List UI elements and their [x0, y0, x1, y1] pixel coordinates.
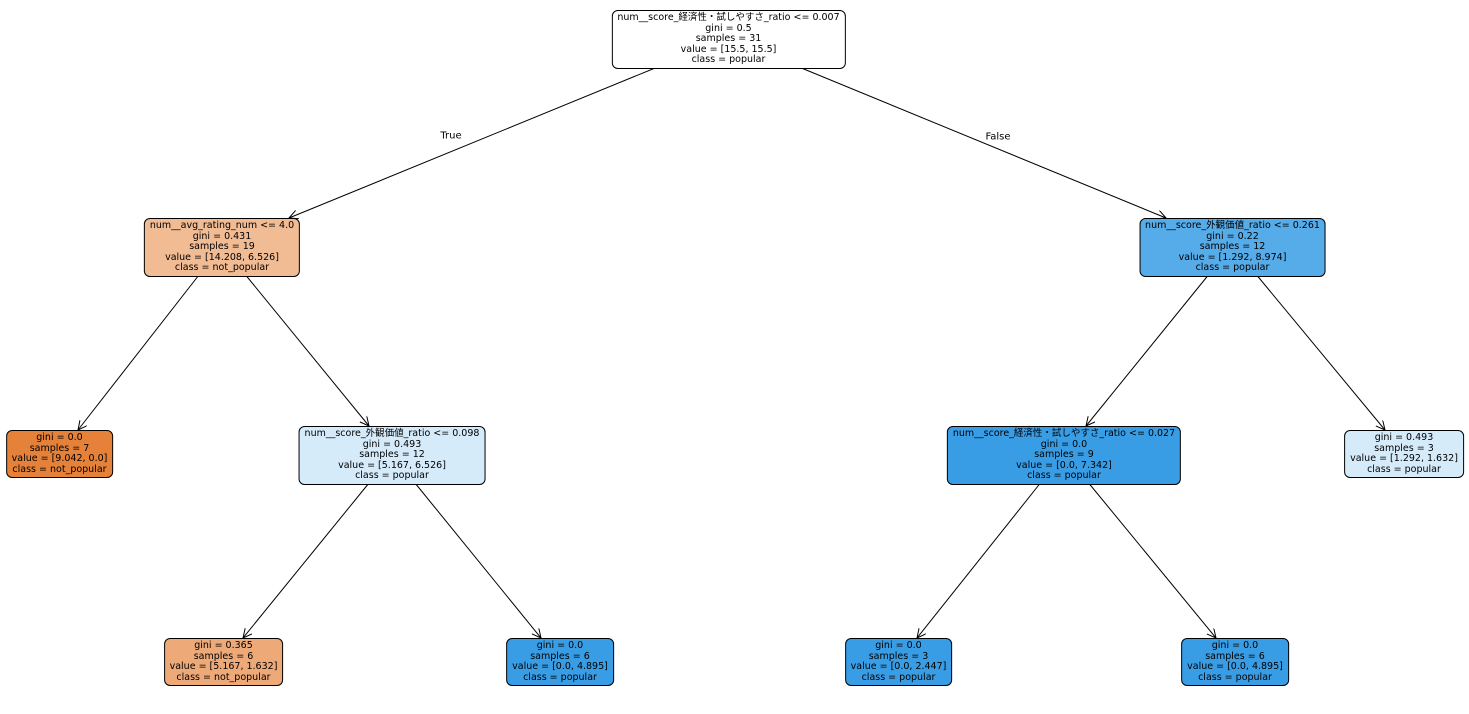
- node-gini-line: gini = 0.493: [362, 438, 422, 450]
- node-gini-line: gini = 0.22: [1206, 230, 1259, 242]
- tree-node-left-left-leaf: gini = 0.0 samples = 7 value = [9.042, 0…: [5, 430, 114, 478]
- tree-node-left: num__avg_rating_num <= 4.0 gini = 0.431 …: [143, 218, 301, 277]
- node-gini-line: gini = 0.0: [875, 640, 922, 651]
- node-value-line: value = [0.0, 2.447]: [850, 661, 947, 672]
- edge-root-left: [289, 65, 661, 218]
- edge-rightleft-leaf1: [917, 480, 1043, 638]
- edge-rightleft-leaf2: [1086, 480, 1216, 638]
- node-value-line: value = [15.5, 15.5]: [680, 43, 777, 55]
- node-samples-line: samples = 3: [868, 650, 929, 662]
- tree-node-root: num__score_経済性・試しやすさ_ratio <= 0.007 gini…: [611, 10, 846, 69]
- edge-left-leftright: [243, 272, 369, 426]
- edge-label-false: False: [985, 131, 1011, 143]
- node-class-line: class = popular: [691, 54, 766, 65]
- tree-node-right-left-left-leaf: gini = 0.0 samples = 3 value = [0.0, 2.4…: [844, 638, 953, 686]
- node-samples-line: samples = 7: [29, 442, 90, 454]
- node-value-line: value = [1.292, 1.632]: [1350, 453, 1458, 464]
- node-gini-line: gini = 0.0: [36, 432, 83, 443]
- node-gini-line: gini = 0.493: [1374, 432, 1434, 443]
- node-condition-line: num__score_外観価値_ratio <= 0.261: [1145, 220, 1320, 231]
- tree-node-right-left-right-leaf: gini = 0.0 samples = 6 value = [0.0, 4.8…: [1181, 638, 1289, 686]
- node-gini-line: gini = 0.365: [194, 640, 253, 651]
- node-class-line: class = popular: [1367, 463, 1441, 475]
- node-value-line: value = [0.0, 4.895]: [512, 661, 608, 672]
- tree-node-right-left: num__score_経済性・試しやすさ_ratio <= 0.027 gini…: [946, 426, 1182, 485]
- tree-node-left-right: num__score_外観価値_ratio <= 0.098 gini = 0.…: [298, 426, 486, 485]
- node-samples-line: samples = 31: [695, 33, 762, 44]
- node-samples-line: samples = 3: [1374, 442, 1434, 454]
- node-samples-line: samples = 6: [530, 650, 590, 662]
- node-gini-line: gini = 0.0: [536, 640, 584, 651]
- node-class-line: class = not_popular: [174, 262, 270, 273]
- node-value-line: value = [5.167, 6.526]: [338, 459, 446, 471]
- node-gini-line: gini = 0.431: [192, 230, 252, 242]
- node-condition-line: num__score_経済性・試しやすさ_ratio <= 0.007: [617, 12, 840, 23]
- node-value-line: value = [5.167, 1.632]: [169, 661, 278, 672]
- node-class-line: class = popular: [1198, 671, 1272, 683]
- edge-label-true: True: [440, 130, 462, 142]
- node-samples-line: samples = 6: [193, 650, 254, 662]
- node-condition-line: num__score_外観価値_ratio <= 0.098: [304, 428, 480, 439]
- node-samples-line: samples = 6: [1205, 650, 1265, 662]
- node-samples-line: samples = 9: [1034, 449, 1094, 460]
- edge-root-right: [796, 65, 1167, 218]
- node-gini-line: gini = 0.0: [1040, 438, 1088, 450]
- node-gini-line: gini = 0.5: [705, 22, 752, 34]
- node-class-line: class = popular: [523, 671, 597, 683]
- node-samples-line: samples = 19: [189, 241, 255, 252]
- edge-right-rightleaf: [1254, 272, 1385, 430]
- node-value-line: value = [9.042, 0.0]: [11, 453, 108, 464]
- node-condition-line: num__avg_rating_num <= 4.0: [149, 220, 295, 231]
- node-class-line: class = popular: [1195, 262, 1270, 273]
- node-class-line: class = popular: [355, 470, 429, 481]
- node-class-line: class = popular: [1027, 470, 1101, 481]
- tree-node-left-right-right-leaf: gini = 0.0 samples = 6 value = [0.0, 4.8…: [506, 638, 614, 686]
- tree-node-right: num__score_外観価値_ratio <= 0.261 gini = 0.…: [1139, 218, 1326, 277]
- edge-right-rightleft: [1086, 272, 1211, 426]
- node-class-line: class = not_popular: [12, 463, 107, 475]
- edge-leftright-leaf2: [414, 482, 541, 638]
- node-value-line: value = [1.292, 8.974]: [1178, 251, 1287, 263]
- node-samples-line: samples = 12: [1199, 241, 1266, 252]
- node-value-line: value = [14.208, 6.526]: [165, 251, 279, 263]
- node-value-line: value = [0.0, 7.342]: [1016, 459, 1112, 471]
- edge-leftright-leaf1: [243, 482, 370, 638]
- node-condition-line: num__score_経済性・試しやすさ_ratio <= 0.027: [952, 428, 1176, 439]
- node-gini-line: gini = 0.0: [1211, 640, 1259, 651]
- edge-left-leftleaf: [78, 272, 201, 430]
- node-class-line: class = not_popular: [176, 671, 271, 683]
- node-class-line: class = popular: [861, 671, 936, 683]
- tree-node-right-right-leaf: gini = 0.493 samples = 3 value = [1.292,…: [1344, 430, 1464, 478]
- node-samples-line: samples = 12: [359, 449, 425, 460]
- node-value-line: value = [0.0, 4.895]: [1187, 661, 1283, 672]
- tree-node-left-right-left-leaf: gini = 0.365 samples = 6 value = [5.167,…: [163, 638, 284, 686]
